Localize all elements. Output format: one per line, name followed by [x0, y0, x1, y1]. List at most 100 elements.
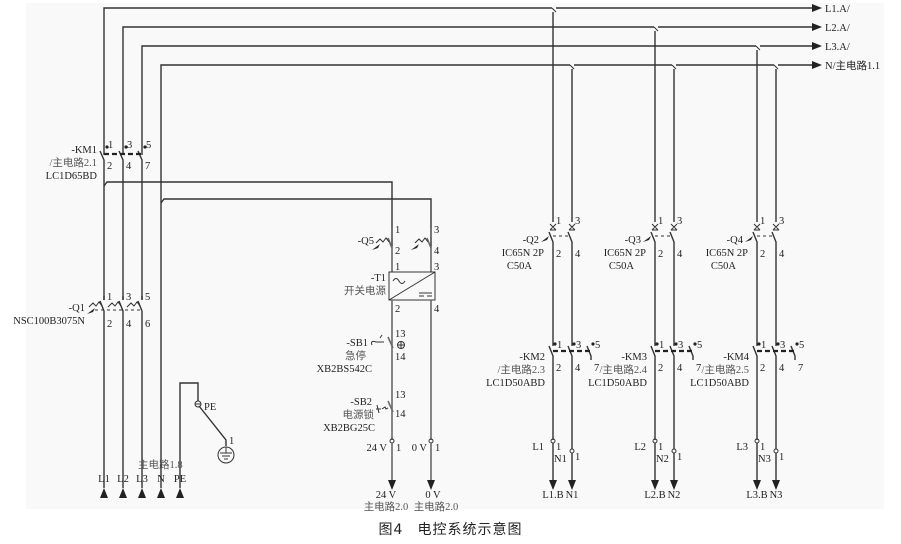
- branch-output: [753, 438, 780, 490]
- q1-terminal-1: 1: [107, 292, 112, 303]
- dc-terminal-0v: 0 V: [412, 443, 428, 454]
- breaker-terminal-1: 1: [658, 216, 663, 227]
- breaker-terminal-3: 3: [677, 216, 682, 227]
- branch-2: [643, 31, 697, 490]
- sb2-terminal-13: 13: [395, 390, 406, 401]
- contactor-terminal-7: 7: [696, 363, 701, 374]
- terminal-neutral-num: 1: [779, 452, 784, 463]
- breaker-tag: -Q2: [523, 235, 539, 246]
- q1-terminal-4: 4: [126, 319, 132, 330]
- dc-terminal-24v: 24 V: [366, 443, 387, 454]
- contactor-terminal-1: 1: [659, 340, 664, 351]
- breaker-terminal-3: 3: [779, 216, 784, 227]
- contactor-ref: /主电路2.3: [497, 363, 545, 376]
- q5-terminal-4: 4: [434, 246, 440, 257]
- contactor-model: LC1D50ABD: [486, 378, 545, 389]
- dc-output-0v-ref: 主电路2.0: [414, 500, 459, 513]
- t1-tag: -T1: [371, 273, 386, 284]
- t1-terminal-4: 4: [434, 304, 440, 315]
- contactor-terminal-5: 5: [799, 340, 804, 351]
- sb2-name: 电源锁: [343, 408, 375, 421]
- branch-wire: [756, 50, 777, 222]
- contactor-terminal-3: 3: [576, 340, 581, 351]
- sb2-terminal-14: 14: [395, 409, 406, 420]
- km1-terminal-3: 3: [127, 140, 132, 151]
- q1-tag: -Q1: [69, 303, 85, 314]
- main-input-arrows: [100, 470, 184, 498]
- pe-wiring: [179, 382, 227, 470]
- dc-output-0v-label: 0 V: [425, 490, 441, 501]
- main-input-ref: 主电路1.8: [138, 458, 183, 471]
- sb2-model: XB2BG25C: [323, 423, 375, 434]
- branch-output: [651, 438, 678, 490]
- breaker-model: IC65N 2P: [604, 248, 646, 259]
- km1-ref: /主电路2.1: [49, 156, 97, 169]
- q5-tag: -Q5: [358, 236, 374, 247]
- output-line-label: L2.B: [644, 490, 665, 501]
- q5-terminal-2: 2: [395, 246, 400, 257]
- terminal-neutral-label: N3: [758, 454, 771, 465]
- main-input-n: N: [157, 474, 165, 485]
- contactor-symbol: [548, 330, 595, 440]
- contactor-terminal-2: 2: [556, 363, 561, 374]
- breaker-symbol: [541, 223, 576, 330]
- q1-terminal-3: 3: [126, 292, 131, 303]
- main-input-pe: PE: [174, 474, 186, 485]
- contactor-symbol: [650, 330, 697, 440]
- contactor-terminal-4: 4: [779, 363, 785, 374]
- terminal-line-num: 1: [658, 442, 663, 453]
- bus-l1-wire: [103, 7, 812, 148]
- dc-terminal-24v-num: 1: [396, 443, 401, 454]
- contactor-terminal-1: 1: [557, 340, 562, 351]
- contactor-terminal-2: 2: [760, 363, 765, 374]
- output-line-label: L1.B: [542, 490, 563, 501]
- breaker-terminal-3: 3: [575, 216, 580, 227]
- breaker-rating: C50A: [609, 261, 635, 272]
- terminal-line-num: 1: [556, 442, 561, 453]
- terminal-line-label: L1: [532, 442, 544, 453]
- sb1-terminal-13: 13: [395, 329, 406, 340]
- contactor-tag: -KM4: [723, 352, 749, 363]
- contactor-terminal-7: 7: [798, 363, 803, 374]
- q1-terminal-2: 2: [107, 319, 112, 330]
- km1-symbol: [99, 145, 432, 300]
- branch-1: [541, 12, 595, 490]
- t1-terminal-1: 1: [395, 262, 400, 273]
- terminal-neutral-num: 1: [575, 452, 580, 463]
- breaker-terminal-2: 2: [556, 249, 561, 260]
- contactor-symbol: [752, 330, 799, 440]
- pe-terminal-1: 1: [229, 436, 234, 447]
- busbar-group: [103, 4, 822, 300]
- contactor-terminal-3: 3: [780, 340, 785, 351]
- contactor-terminal-3: 3: [678, 340, 683, 351]
- dc-output-24v-ref: 主电路2.0: [364, 500, 409, 513]
- breaker-tag: -Q4: [727, 235, 744, 246]
- bus-output-l3: L3.A/: [825, 42, 850, 53]
- caption-title: 电控系统示意图: [417, 522, 523, 538]
- contactor-terminal-1: 1: [761, 340, 766, 351]
- branch-wire: [654, 31, 675, 222]
- breaker-terminal-4: 4: [779, 249, 785, 260]
- q1-symbol: [87, 296, 143, 470]
- terminal-line-label: L3: [736, 442, 748, 453]
- contactor-ref: /主电路2.5: [701, 363, 749, 376]
- km1-terminal-7: 7: [145, 161, 150, 172]
- terminal-neutral-label: N2: [656, 454, 669, 465]
- km1-model: LC1D65BD: [46, 171, 98, 182]
- contactor-terminal-4: 4: [575, 363, 581, 374]
- breaker-rating: C50A: [507, 261, 533, 272]
- km1-terminal-4: 4: [126, 161, 132, 172]
- breaker-model: IC65N 2P: [502, 248, 544, 259]
- sb1-model: XB2BS542C: [317, 364, 372, 375]
- branch-output: [549, 438, 576, 490]
- breaker-model: IC65N 2P: [706, 248, 748, 259]
- contactor-terminal-4: 4: [677, 363, 683, 374]
- bus-output-n: N/主电路1.1: [825, 59, 880, 72]
- bus-output-l2: L2.A/: [825, 23, 850, 34]
- t1-name: 开关电源: [344, 284, 386, 297]
- output-neutral-label: N1: [566, 490, 579, 501]
- q5-symbol: [372, 228, 432, 272]
- branch-3: [745, 50, 799, 490]
- km1-terminal-1: 1: [108, 140, 113, 151]
- terminal-line-label: L2: [634, 442, 646, 453]
